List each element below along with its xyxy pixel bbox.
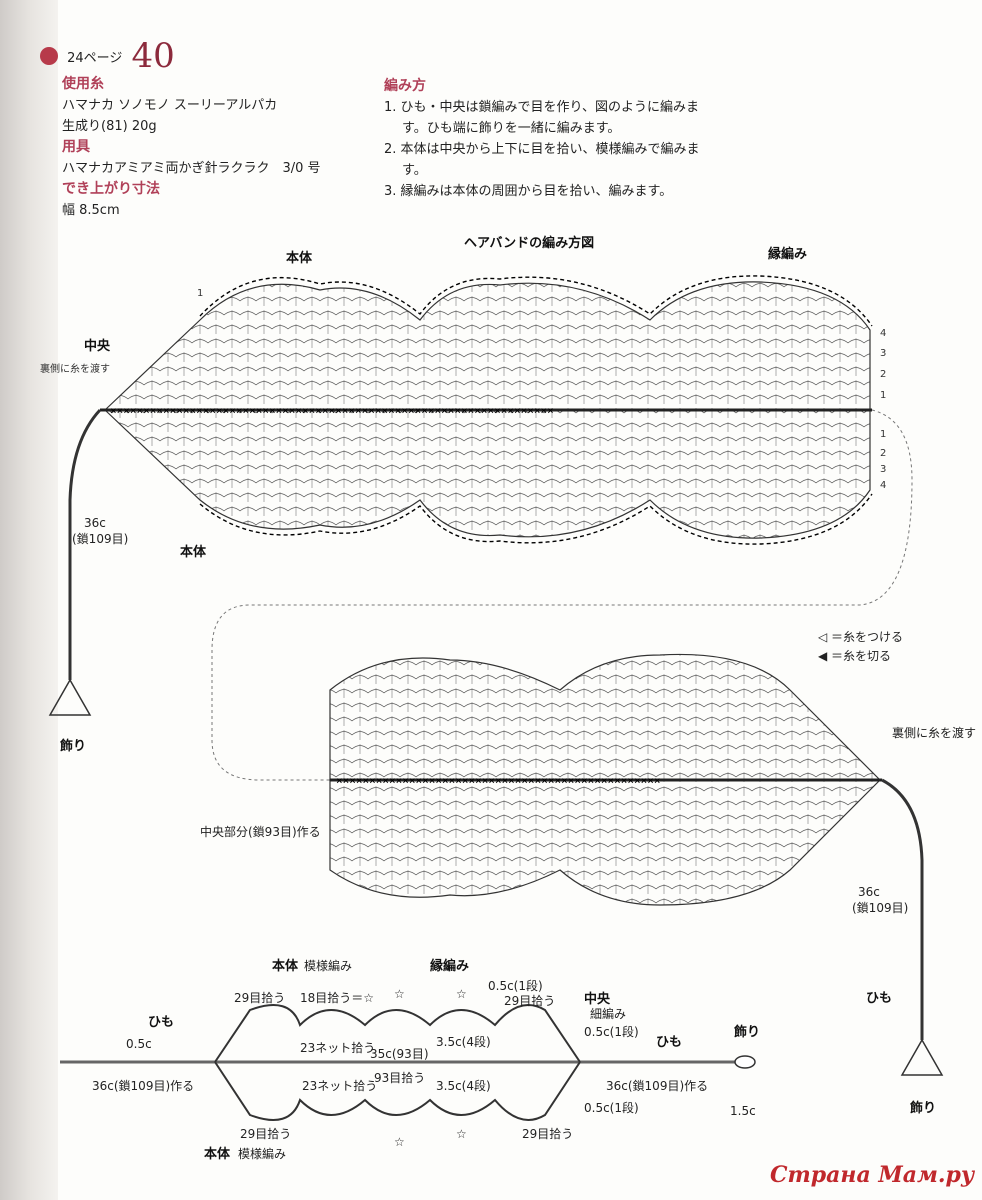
diagram1-ornament	[48, 678, 92, 716]
row-mark: 4	[880, 480, 886, 491]
diagram1-ornament-label: 飾り	[60, 738, 86, 754]
schematic-pick-29-top: 29目拾う	[234, 990, 285, 1005]
diagram2-body-top	[329, 653, 882, 781]
schematic-edge: 縁編み	[430, 958, 469, 974]
diagram1-center-label: 中央	[84, 338, 111, 354]
diagram1-row-arrows: 4 3 2 1 1 2 3 4	[880, 328, 886, 491]
diagram1-edge-label: 縁編み	[768, 246, 807, 262]
diagram2-center-stitches: ××××××××××××××××××××××××××××××××××××××××…	[336, 774, 661, 787]
schematic-cord-left: ひも	[148, 1015, 174, 1030]
schematic-body-bottom-sub: 模様編み	[238, 1146, 286, 1161]
diagram1-body-bottom-label: 本体	[180, 544, 207, 560]
row-mark: 4	[880, 328, 886, 339]
diagram1: ヘアバンドの編み方図 本体 縁編み 中央 裏側に糸を渡す 本体 36c (鎖10…	[40, 235, 913, 781]
diagram1-start-mark: 1	[197, 288, 203, 299]
schematic-top-29-right: 29目拾う	[504, 993, 555, 1008]
schematic-left-36: 36c(鎖109目)作る	[92, 1078, 194, 1093]
diagram2-cord	[881, 778, 924, 1040]
row-mark: 2	[880, 448, 886, 459]
diagram2-center-part-label: 中央部分(鎖93目)作る	[200, 824, 321, 839]
diagram1-pass-label: 裏側に糸を渡す	[40, 362, 110, 375]
row-mark: 2	[880, 369, 886, 380]
diagram2-body-bottom	[329, 779, 882, 906]
materials-block: 使用糸 ハマナカ ソノモノ スーリーアルパカ 生成り(81) 20g 用具 ハマ…	[62, 74, 321, 221]
schematic: 本体 模様編み 縁編み 中央 細編み ひも ひも 飾り 29目拾う 18目拾う＝…	[60, 958, 760, 1162]
legend-cut: ◀ ＝糸を切る	[818, 649, 891, 663]
schematic-right-05-bot: 0.5c(1段)	[584, 1100, 639, 1115]
schematic-ornament-shape	[734, 1055, 756, 1069]
diagram1-body-bottom	[103, 409, 871, 539]
schematic-35cm: 35c(93目)	[370, 1047, 429, 1061]
schematic-center: 中央	[584, 991, 611, 1007]
yarn-color: 生成り(81) 20g	[62, 119, 157, 134]
diagram1-edge-top	[199, 275, 873, 327]
page-ref: 24ページ	[67, 50, 123, 66]
diagram2: ◁ ＝糸をつける ◀ ＝糸を切る 裏側に糸を渡す 中央部分(鎖93目)作る ××…	[200, 630, 976, 1116]
diagram1-body-top-label: 本体	[286, 250, 313, 266]
schematic-pick-18: 18目拾う＝☆	[300, 990, 374, 1005]
schematic-left-05: 0.5c	[126, 1037, 152, 1051]
diagram1-cord-length: 36c	[84, 516, 106, 530]
schematic-net-23-bot: 23ネット拾う	[302, 1078, 377, 1093]
schematic-center-sub: 細編み	[590, 1006, 626, 1021]
diagram1-edge-bottom	[199, 493, 873, 545]
diagram2-cord-chain: (鎖109目)	[852, 900, 908, 915]
diagram1-cord	[68, 408, 102, 680]
diagram2-ornament-label: 飾り	[910, 1100, 936, 1116]
diagram1-cord-chain: (鎖109目)	[72, 531, 128, 546]
schematic-cord-right: ひも	[656, 1035, 682, 1050]
schematic-net-23-top: 23ネット拾う	[300, 1040, 375, 1055]
diagram1-continuation	[211, 409, 913, 781]
schematic-93: 93目拾う	[374, 1070, 425, 1085]
schematic-body-bottom: 本体	[204, 1146, 231, 1162]
schematic-right-36: 36c(鎖109目)作る	[606, 1078, 708, 1093]
schematic-ornament: 飾り	[734, 1024, 760, 1040]
diagram1-title: ヘアバンドの編み方図	[464, 235, 594, 251]
schematic-bot-35c4: 3.5c(4段)	[436, 1078, 491, 1093]
diagram2-ornament	[900, 1038, 944, 1076]
header-dot	[40, 47, 58, 65]
pattern-number: 40	[131, 36, 175, 76]
yarn-heading: 使用糸	[62, 76, 104, 92]
schematic-top-outline	[214, 1004, 581, 1063]
schematic-star: ☆	[394, 1135, 405, 1149]
diagram2-pass-label: 裏側に糸を渡す	[892, 725, 976, 740]
yarn-name: ハマナカ ソノモノ スーリーアルパカ	[62, 98, 278, 113]
schematic-top-35c4: 3.5c(4段)	[436, 1034, 491, 1049]
schematic-right-05-top: 0.5c(1段)	[584, 1024, 639, 1039]
instructions-heading: 編み方	[384, 78, 426, 94]
instruction-step: 2. 本体は中央から上下に目を拾い、模様編みで編みます。	[384, 142, 700, 178]
instructions-block: 編み方 1. ひも・中央は鎖編みで目を作り、図のように編みます。ひも端に飾りを一…	[384, 76, 722, 202]
diagram2-cord-name: ひも	[866, 991, 892, 1006]
schematic-top-05: 0.5c(1段)	[488, 978, 543, 993]
legend-attach: ◁ ＝糸をつける	[817, 630, 903, 644]
watermark: Страна Мам.ру	[770, 1162, 976, 1188]
schematic-body-top: 本体	[272, 958, 299, 974]
schematic-ornament-size: 1.5c	[730, 1104, 756, 1118]
row-mark: 3	[880, 348, 886, 359]
schematic-bottom-outline	[214, 1061, 581, 1121]
schematic-star: ☆	[456, 1127, 467, 1141]
diagram2-cord-length: 36c	[858, 885, 880, 899]
diagram1-body-top	[103, 281, 871, 411]
row-mark: 1	[880, 429, 886, 440]
row-mark: 1	[880, 390, 886, 401]
diagram1-center-stitches: ××××××××××××××××××××××××××××××××××××××××…	[110, 404, 554, 417]
instruction-step: 1. ひも・中央は鎖編みで目を作り、図のように編みます。ひも端に飾りを一緒に編み…	[384, 100, 700, 136]
size: 幅 8.5cm	[62, 203, 120, 218]
schematic-star: ☆	[456, 987, 467, 1001]
book-spine-shadow	[0, 0, 58, 1200]
size-heading: でき上がり寸法	[62, 181, 160, 197]
tools: ハマナカアミアミ両かぎ針ラクラク 3/0 号	[62, 161, 321, 176]
schematic-body-top-sub: 模様編み	[304, 958, 352, 973]
page-header: 24ページ 40	[40, 36, 175, 76]
row-mark: 3	[880, 464, 886, 475]
instruction-step: 3. 縁編みは本体の周囲から目を拾い、編みます。	[384, 184, 673, 199]
schematic-star: ☆	[394, 987, 405, 1001]
schematic-pick-29-bot-right: 29目拾う	[522, 1126, 573, 1141]
tools-heading: 用具	[62, 139, 90, 155]
schematic-pick-29-bot-left: 29目拾う	[240, 1126, 291, 1141]
